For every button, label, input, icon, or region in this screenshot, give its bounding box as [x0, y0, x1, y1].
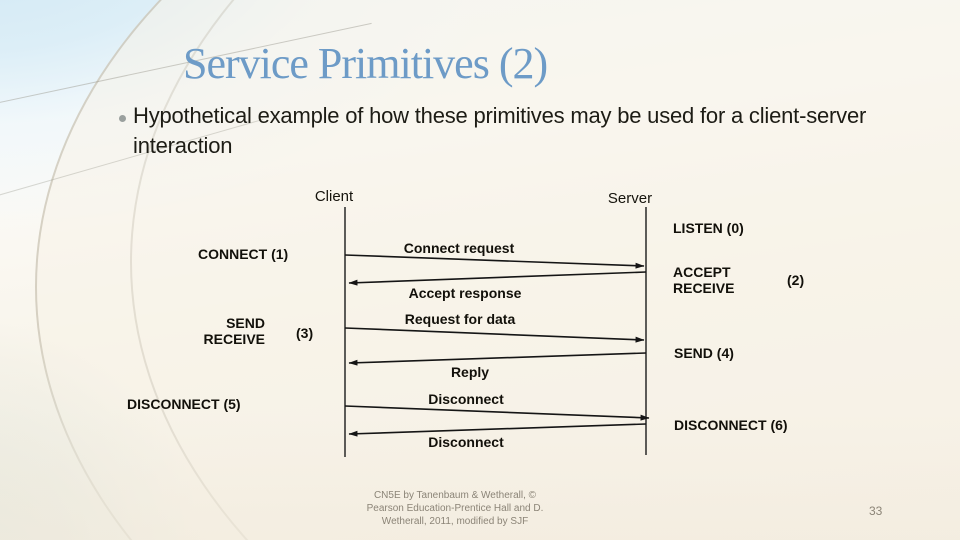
primitive-send-label: SEND — [226, 315, 265, 331]
primitive-listen-0: LISTEN (0) — [673, 220, 744, 236]
arrow-disconnect-server — [348, 423, 647, 437]
arrow-accept-response — [348, 271, 647, 286]
primitive-receive-label: RECEIVE — [203, 330, 265, 347]
message-label-connect-request: Connect request — [403, 240, 515, 256]
footer-line-3: Wetherall, 2011, modified by SJF — [381, 516, 529, 527]
primitive-send-4: SEND (4) — [674, 345, 734, 361]
primitive-number-2: (2) — [787, 272, 805, 288]
arrow-request-for-data — [344, 327, 645, 343]
primitive-send-receive-client: SEND RECEIVE — [180, 315, 265, 347]
message-label-request-for-data: Request for data — [404, 311, 516, 327]
primitive-accept-receive-server: ACCEPT RECEIVE — [673, 264, 735, 296]
client-header: Client — [314, 188, 354, 205]
page-number: 33 — [869, 504, 883, 518]
arrow-disconnect-client — [344, 405, 650, 421]
bullet-text: Hypothetical example of how these primit… — [133, 103, 867, 158]
footer-credit: CN5E by Tanenbaum & Wetherall, © Pearson… — [367, 489, 544, 528]
primitive-disconnect-5: DISCONNECT (5) — [127, 396, 241, 412]
message-label-accept-response: Accept response — [408, 285, 522, 301]
slide-title: Service Primitives (2) — [183, 39, 548, 88]
arrow-connect-request — [344, 254, 645, 269]
primitive-number-3: (3) — [296, 325, 314, 341]
bullet-icon — [119, 115, 126, 122]
primitive-accept-label: ACCEPT — [673, 264, 731, 280]
primitive-connect-1: CONNECT (1) — [198, 246, 289, 262]
primitive-disconnect-6: DISCONNECT (6) — [674, 417, 788, 433]
footer-line-2: Pearson Education-Prentice Hall and D. — [366, 503, 544, 514]
message-label-reply: Reply — [450, 364, 490, 380]
message-label-disconnect-2: Disconnect — [428, 434, 504, 450]
arrow-reply — [348, 352, 647, 366]
primitive-receive-label: RECEIVE — [673, 279, 735, 296]
footer-line-1: CN5E by Tanenbaum & Wetherall, © — [373, 490, 537, 501]
server-header: Server — [607, 190, 653, 207]
message-label-disconnect-1: Disconnect — [428, 391, 504, 407]
